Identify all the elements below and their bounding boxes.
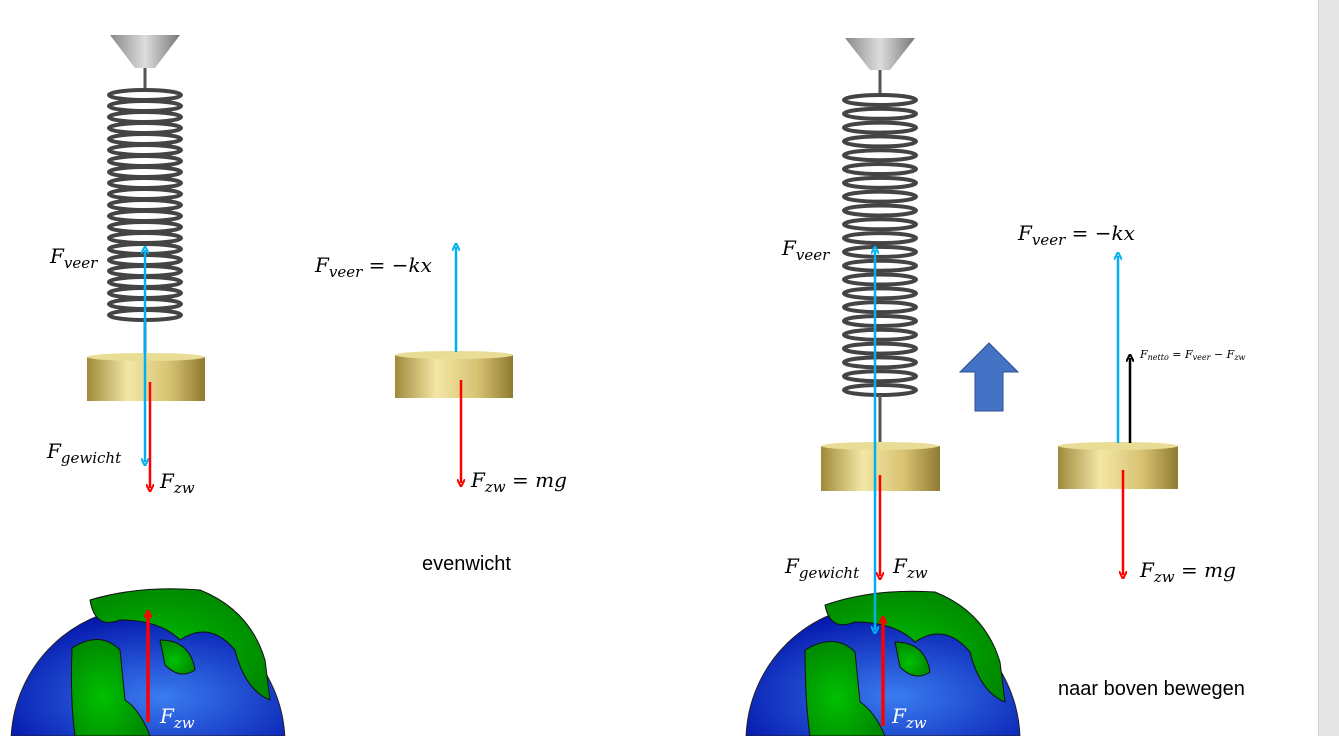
spring-coil	[842, 258, 918, 273]
label-fzw-earth-left: Fzw	[159, 704, 195, 732]
spring-coil	[842, 189, 918, 204]
spring-right	[842, 38, 918, 445]
label-fzw-mg-far-right: Fzw = mg	[1139, 558, 1236, 586]
spring-coil	[107, 220, 183, 234]
spring-coil	[842, 369, 918, 384]
spring-coil	[107, 154, 183, 168]
spring-coil	[842, 148, 918, 163]
label-fnetto-formula: Fnetto = Fveer − Fzw	[1139, 348, 1246, 362]
label-fveer-right: Fveer	[781, 236, 830, 264]
spring-coil	[842, 175, 918, 190]
label-fveer-kx-far-right: Fveer = −kx	[1017, 221, 1135, 249]
spring-coil	[842, 162, 918, 177]
spring-coil	[842, 313, 918, 328]
label-fveer-kx-middle: Fveer = −kx	[314, 253, 432, 281]
label-fzw-mg-middle: Fzw = mg	[470, 468, 567, 496]
label-fzw-left: Fzw	[159, 469, 195, 497]
label-fzw-right: Fzw	[892, 554, 928, 582]
caption-evenwicht: evenwicht	[422, 553, 511, 575]
spring-coil	[842, 286, 918, 301]
spring-coil	[842, 120, 918, 135]
spring-coil	[842, 231, 918, 246]
spring-coil	[842, 272, 918, 287]
spring-coil	[107, 143, 183, 157]
spring-coil	[842, 217, 918, 232]
spring-coil	[842, 300, 918, 315]
spring-coil	[842, 355, 918, 370]
spring-coil	[107, 99, 183, 113]
spring-coil	[107, 88, 183, 102]
label-fzw-earth-right: Fzw	[891, 704, 927, 732]
spring-coil	[842, 106, 918, 121]
spring-coil	[842, 93, 918, 107]
spring-coil	[842, 134, 918, 149]
spring-coil	[842, 244, 918, 259]
label-fgewicht-left: Fgewicht	[46, 439, 122, 467]
spring-coil	[107, 132, 183, 146]
spring-coil	[842, 203, 918, 218]
spring-coil	[107, 176, 183, 190]
spring-coil	[107, 209, 183, 223]
spring-coil	[107, 198, 183, 212]
vertical-scrollbar[interactable]	[1318, 0, 1339, 736]
weight-far-right	[1058, 442, 1178, 489]
spring-coil	[842, 341, 918, 356]
upward-motion-arrow	[958, 342, 1020, 412]
spring-coil	[842, 327, 918, 342]
spring-coil	[107, 165, 183, 179]
caption-naar-boven-bewegen: naar boven bewegen	[1058, 678, 1245, 700]
weight-middle	[395, 351, 513, 398]
label-fveer-left: Fveer	[49, 244, 98, 272]
label-fgewicht-right: Fgewicht	[784, 554, 860, 582]
spring-coil	[842, 383, 918, 397]
spring-coil	[107, 231, 183, 245]
spring-coil	[107, 187, 183, 201]
spring-coil	[107, 110, 183, 124]
spring-coil	[107, 121, 183, 135]
